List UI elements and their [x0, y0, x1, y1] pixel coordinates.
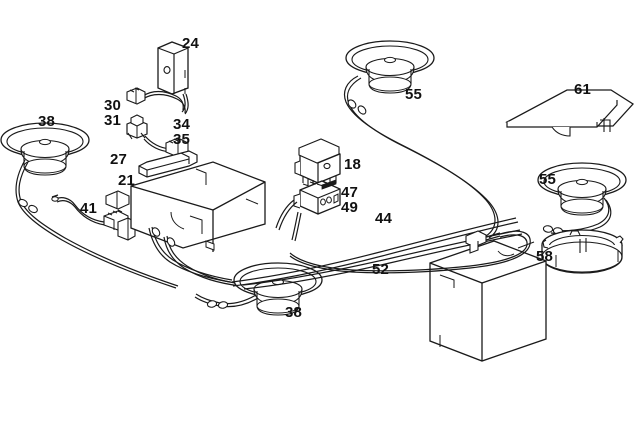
callout-27: 27	[110, 151, 128, 168]
cable-amp-out	[148, 226, 243, 287]
callout-18: 18	[344, 156, 362, 173]
connector-30-31	[126, 87, 146, 105]
control-module-24	[157, 41, 189, 95]
callout-21: 21	[118, 172, 136, 189]
callout-61: 61	[574, 81, 592, 98]
connector-stack-left	[105, 190, 136, 241]
callout-41: 41	[80, 200, 98, 217]
wires-47-49	[275, 199, 302, 242]
cable-rear-left	[343, 75, 499, 239]
amplifier-unit	[130, 161, 266, 252]
antenna-plug-27	[126, 114, 148, 140]
callout-49: 49	[341, 199, 359, 216]
callout-38-front-left: 38	[38, 113, 56, 130]
callout-35: 35	[173, 131, 191, 148]
relay-connector-18	[294, 138, 341, 189]
plug-47-49	[293, 179, 341, 215]
callout-24: 24	[182, 35, 200, 52]
cable-front-left	[15, 159, 179, 289]
jumper-lead-41	[51, 194, 106, 226]
rear-shelf-panel-61	[505, 89, 635, 137]
plug-rear-amp	[465, 230, 501, 254]
mounting-ring-58	[541, 229, 624, 274]
rear-amplifier-box	[429, 240, 547, 362]
callout-55-rear-right: 55	[539, 171, 557, 188]
callout-47: 47	[341, 184, 359, 201]
callout-55-rear-left: 55	[405, 86, 423, 103]
callout-52: 52	[372, 261, 390, 278]
lead-34-35	[181, 93, 189, 115]
cable-rear-amp-loop	[289, 230, 531, 274]
fuse-holder-21	[138, 150, 198, 178]
callout-44: 44	[375, 210, 393, 227]
callout-58: 58	[536, 248, 554, 265]
callout-31: 31	[104, 112, 122, 129]
callout-30: 30	[104, 97, 122, 114]
callout-34: 34	[173, 116, 191, 133]
callout-38-front-right: 38	[285, 304, 303, 321]
lead-30-31	[142, 90, 186, 114]
